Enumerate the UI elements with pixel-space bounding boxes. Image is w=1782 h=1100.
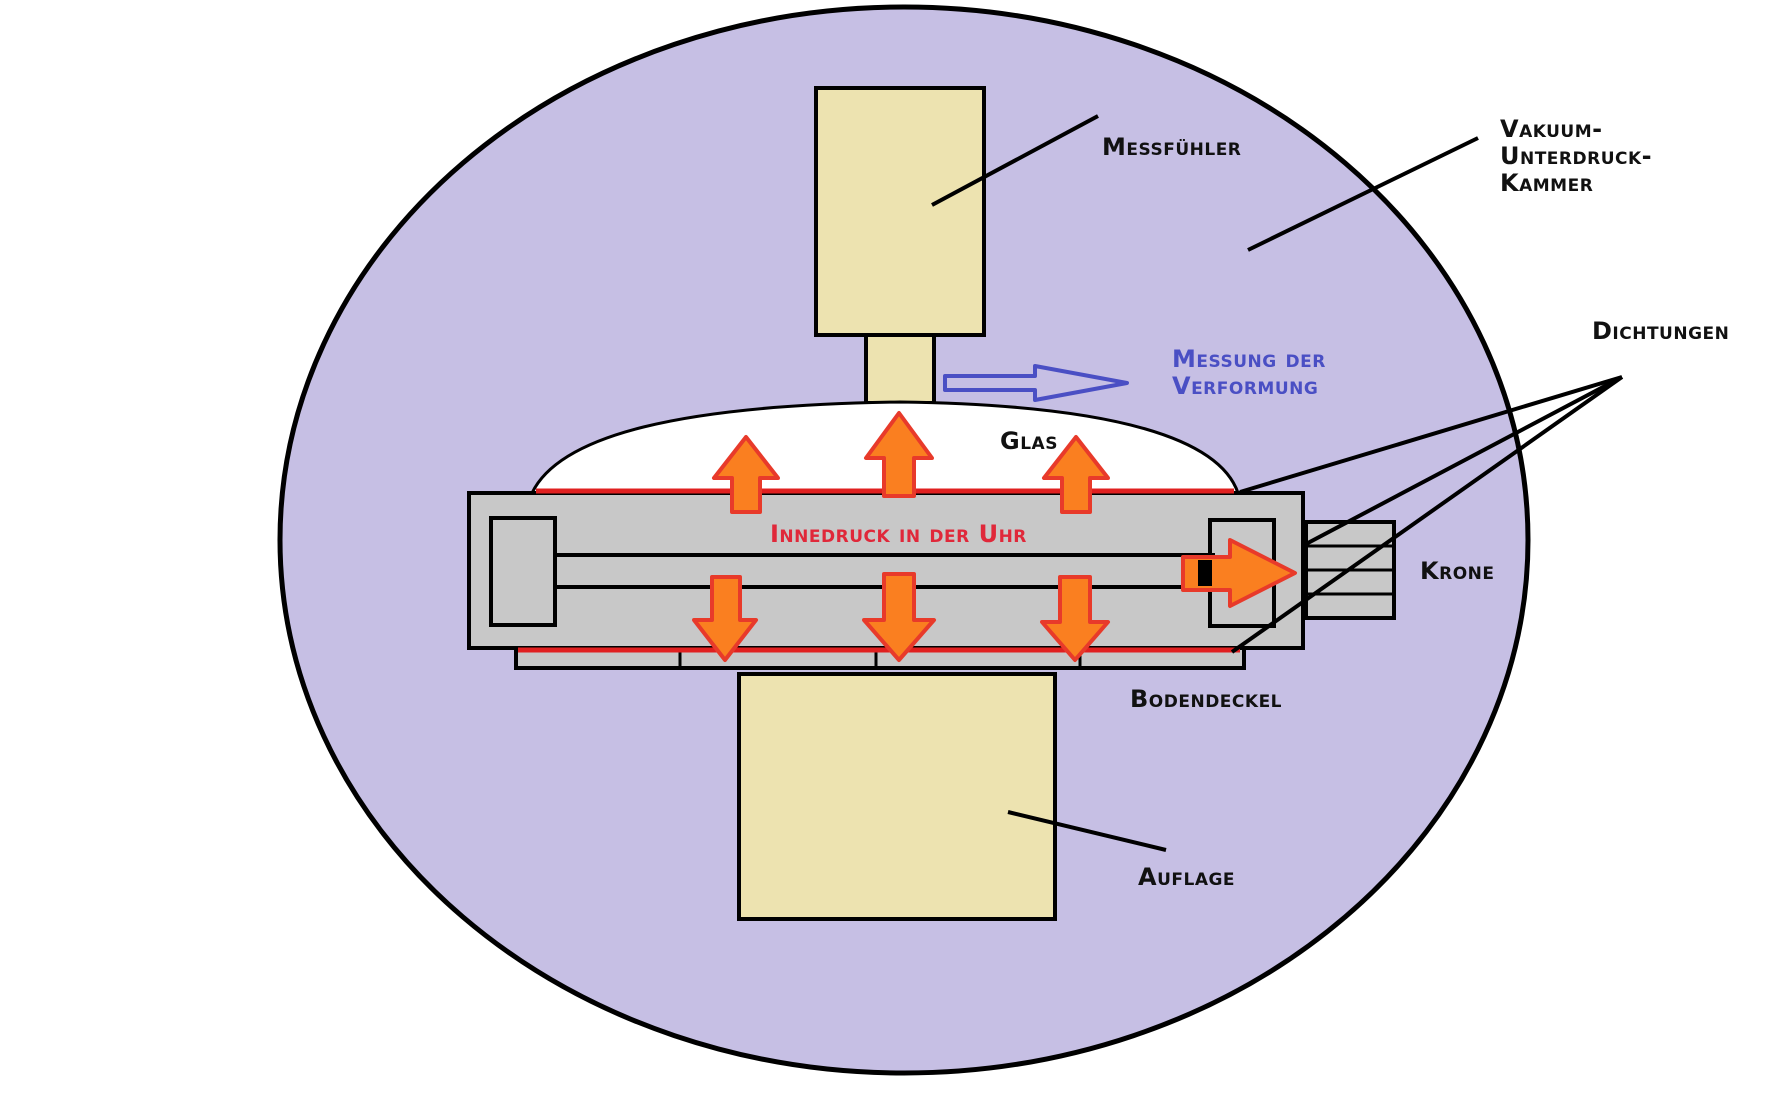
label-dichtungen: Dichtungen bbox=[1592, 317, 1730, 345]
leader-line-dichtungen bbox=[1305, 375, 1623, 546]
leader-line-auflage bbox=[1007, 810, 1167, 852]
block-arrow-icon bbox=[712, 435, 780, 514]
support-block bbox=[737, 672, 1057, 921]
sensor-body bbox=[814, 86, 986, 337]
outline-arrow-icon bbox=[943, 364, 1129, 402]
sensor-tip bbox=[864, 333, 936, 405]
block-arrow-icon bbox=[1040, 575, 1110, 662]
block-arrow-icon bbox=[1181, 538, 1297, 608]
block-arrow-icon bbox=[1042, 435, 1110, 514]
label-vakuum-line-2: Unterdruck- bbox=[1500, 142, 1653, 170]
block-arrow-icon bbox=[862, 572, 936, 662]
label-krone: Krone bbox=[1420, 557, 1495, 585]
label-auflage: Auflage bbox=[1138, 863, 1236, 891]
label-messung-der-verformung: Messung der Verformung bbox=[1172, 346, 1326, 400]
block-arrow-icon bbox=[864, 411, 934, 498]
leader-line-dichtungen bbox=[1230, 375, 1624, 654]
label-messung-line-2: Verformung bbox=[1172, 372, 1319, 400]
label-bodendeckel: Bodendeckel bbox=[1130, 685, 1283, 713]
label-messfuehler: Messfühler bbox=[1102, 133, 1242, 161]
label-vakuum-kammer: Vakuum- Unterdruck- Kammer bbox=[1500, 116, 1652, 197]
block-arrow-icon bbox=[692, 575, 758, 662]
movement-block-left bbox=[489, 516, 557, 627]
label-vakuum-line-3: Kammer bbox=[1500, 169, 1594, 197]
stem-end-marker bbox=[1198, 560, 1212, 586]
label-innendruck: Innedruck in der Uhr bbox=[770, 520, 1027, 548]
leader-line-dichtungen bbox=[1239, 375, 1623, 494]
label-vakuum-line-1: Vakuum- bbox=[1500, 115, 1603, 143]
leader-line-kammer bbox=[1247, 136, 1479, 252]
label-glas: Glas bbox=[1000, 427, 1058, 455]
leader-line-messfuehler bbox=[931, 114, 1099, 207]
label-messung-line-1: Messung der bbox=[1172, 345, 1326, 373]
